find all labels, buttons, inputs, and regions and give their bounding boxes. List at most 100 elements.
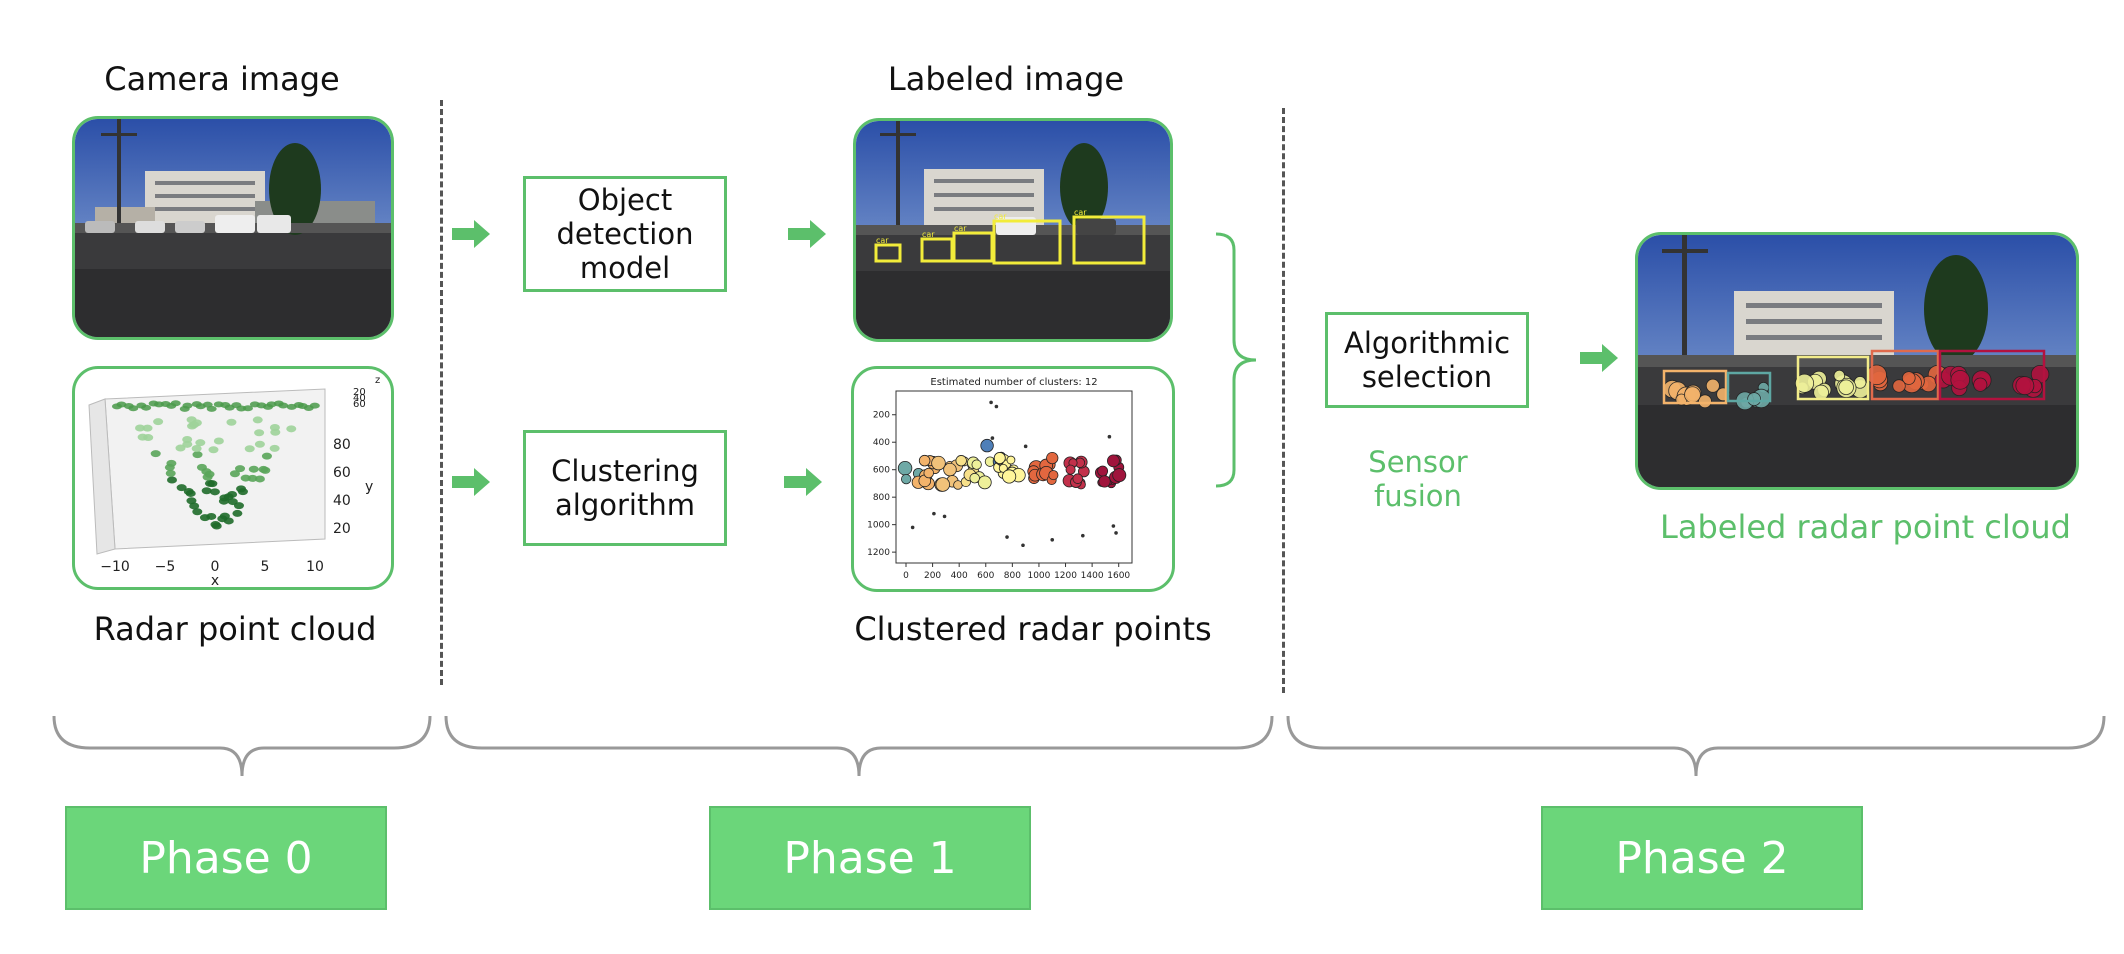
phase-1-brace bbox=[444, 715, 1274, 777]
x-tick-label: 600 bbox=[977, 571, 994, 581]
noise-point bbox=[932, 511, 936, 516]
radar-point bbox=[210, 521, 221, 529]
radar-point bbox=[192, 508, 203, 516]
noise-point bbox=[942, 514, 947, 519]
radar-z-tick: 40 bbox=[353, 393, 366, 404]
cluster-point bbox=[931, 455, 946, 471]
radar-y-tick: 20 bbox=[333, 521, 351, 537]
y-tick-label: 600 bbox=[873, 466, 890, 476]
clustering-algorithm-box: Clustering algorithm bbox=[523, 430, 727, 546]
noise-point bbox=[1081, 533, 1085, 538]
radar-blob bbox=[1973, 377, 1988, 392]
radar-x-tick: 10 bbox=[306, 559, 324, 575]
radar-point bbox=[219, 494, 230, 502]
radar-point bbox=[235, 465, 246, 473]
radar-point bbox=[164, 463, 175, 471]
object-detection-model-box: Object detection model bbox=[523, 176, 727, 292]
radar-point bbox=[135, 424, 146, 432]
arrow-right-icon bbox=[452, 468, 490, 496]
radar-x-tick: 5 bbox=[261, 559, 270, 575]
radar-blob bbox=[1698, 394, 1712, 409]
radar-blob bbox=[1747, 392, 1762, 406]
cluster-point bbox=[1072, 473, 1083, 484]
radar-point bbox=[309, 402, 320, 409]
detection-label: car bbox=[876, 236, 889, 245]
radar-point bbox=[182, 402, 193, 409]
radar-point bbox=[252, 416, 263, 424]
radar-point bbox=[175, 444, 186, 452]
sensor-fusion-caption: Sensor fusion bbox=[1368, 445, 1468, 513]
x-tick-label: 1200 bbox=[1054, 571, 1077, 581]
x-tick-label: 200 bbox=[924, 571, 941, 581]
camera-image-panel bbox=[72, 116, 394, 340]
noise-point bbox=[990, 436, 995, 440]
radar-blob bbox=[1838, 379, 1854, 396]
radar-point bbox=[196, 463, 207, 471]
radar-point bbox=[247, 474, 258, 482]
cluster-point bbox=[971, 459, 982, 470]
radar-point bbox=[244, 445, 255, 453]
radar-point bbox=[137, 433, 148, 441]
labeled-radar-image bbox=[1638, 235, 2076, 487]
arrow-right-icon bbox=[452, 220, 490, 248]
radar-z-tick: 60 bbox=[353, 399, 366, 410]
cluster-point bbox=[1112, 468, 1127, 483]
detection-box bbox=[992, 219, 1062, 265]
x-tick-label: 0 bbox=[903, 571, 909, 581]
radar-point bbox=[195, 439, 206, 447]
detection-box bbox=[1072, 215, 1146, 265]
x-tick-label: 1400 bbox=[1081, 571, 1104, 581]
cluster-point bbox=[998, 463, 1008, 473]
labeled-image-panel: car car car car car bbox=[853, 118, 1173, 342]
radar-x-tick: −5 bbox=[155, 559, 176, 575]
radar-point bbox=[260, 466, 271, 474]
phase-2-label: Phase 2 bbox=[1541, 806, 1863, 910]
radar-point bbox=[209, 488, 220, 496]
cluster-box bbox=[1870, 349, 1940, 401]
cluster-point bbox=[1098, 475, 1111, 488]
radar-point bbox=[242, 405, 253, 412]
x-tick-label: 1600 bbox=[1107, 571, 1130, 581]
cluster-point bbox=[1065, 464, 1076, 475]
y-tick-label: 200 bbox=[873, 411, 890, 421]
labeled-radar-point-cloud-caption: Labeled radar point cloud bbox=[1660, 508, 2071, 546]
radar-y-axis-label: y bbox=[365, 479, 373, 495]
noise-point bbox=[1005, 535, 1009, 539]
radar-point bbox=[153, 418, 164, 426]
clustered-radar-points-caption: Clustered radar points bbox=[854, 610, 1212, 648]
radar-point bbox=[229, 470, 240, 478]
radar-point bbox=[219, 512, 230, 520]
radar-point bbox=[141, 404, 152, 411]
radar-y-tick: 60 bbox=[333, 465, 351, 481]
radar-point bbox=[170, 400, 181, 407]
detection-box bbox=[920, 237, 954, 263]
radar-point bbox=[232, 509, 243, 517]
noise-point bbox=[1021, 543, 1025, 548]
noise-point bbox=[1023, 444, 1028, 449]
cluster-point bbox=[1002, 469, 1017, 484]
radar-point bbox=[150, 450, 161, 458]
radar-point bbox=[176, 484, 187, 492]
cluster-point bbox=[955, 455, 967, 467]
cluster-point bbox=[1097, 465, 1109, 477]
arrow-right-icon bbox=[1580, 344, 1618, 372]
cluster-point bbox=[935, 477, 950, 492]
noise-point bbox=[1114, 531, 1118, 535]
cluster-point bbox=[923, 467, 934, 479]
radar-point bbox=[269, 444, 280, 452]
detection-label: car bbox=[954, 224, 967, 233]
phase-1-label: Phase 1 bbox=[709, 806, 1031, 910]
y-tick-label: 1000 bbox=[867, 521, 890, 531]
cluster-box bbox=[1938, 349, 2046, 401]
radar-z-tick: 20 bbox=[353, 387, 366, 398]
phase-divider bbox=[440, 100, 443, 685]
radar-blob bbox=[1813, 384, 1829, 401]
radar-point bbox=[248, 465, 259, 473]
radar-point bbox=[236, 485, 247, 493]
radar-x-tick: −10 bbox=[100, 559, 130, 575]
radar-point bbox=[128, 405, 139, 412]
radar-point bbox=[165, 469, 176, 477]
x-tick-label: 400 bbox=[951, 571, 968, 581]
arrow-right-icon bbox=[788, 220, 826, 248]
